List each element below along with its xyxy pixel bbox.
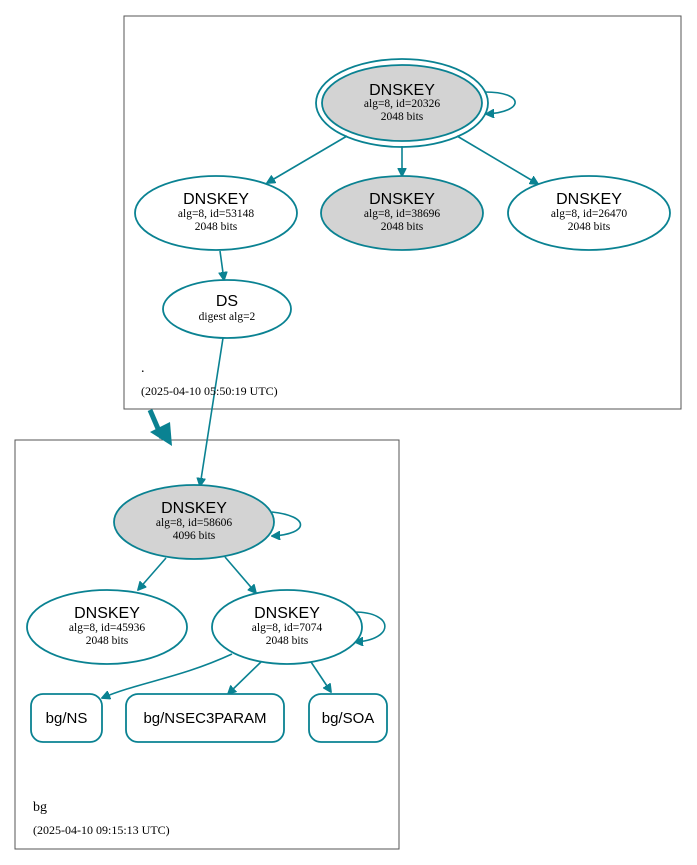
root-zone-timestamp: (2025-04-10 05:50:19 UTC) bbox=[141, 384, 278, 398]
edge-zsk2-to-soa bbox=[310, 661, 331, 692]
bg-ksk-title: DNSKEY bbox=[161, 500, 227, 517]
root-zsk2-title: DNSKEY bbox=[556, 191, 622, 208]
bg-soa-label: bg/SOA bbox=[322, 710, 375, 727]
edge-root-ksk-to-zsk2 bbox=[456, 135, 538, 184]
delegation-arrow-head bbox=[150, 422, 172, 446]
edge-bg-ksk-to-zsk2 bbox=[224, 556, 256, 593]
root-zone-name: . bbox=[141, 361, 145, 376]
edge-zsk1-to-ds bbox=[220, 250, 224, 280]
bg-zsk1-title: DNSKEY bbox=[74, 605, 140, 622]
bg-zsk2-bits: 2048 bits bbox=[266, 635, 309, 647]
root-zsk1-alg: alg=8, id=53148 bbox=[178, 208, 254, 220]
root-zsk1-title: DNSKEY bbox=[183, 191, 249, 208]
root-ksk2-title: DNSKEY bbox=[369, 191, 435, 208]
edge-bg-ksk-to-zsk1 bbox=[138, 557, 167, 590]
root-ksk-bits: 2048 bits bbox=[381, 111, 424, 123]
edge-root-ksk-self bbox=[485, 91, 516, 114]
root-zsk2-node: DNSKEY alg=8, id=26470 2048 bits bbox=[507, 175, 671, 251]
root-zsk1-bits: 2048 bits bbox=[195, 221, 238, 233]
root-ksk-title: DNSKEY bbox=[369, 82, 435, 99]
bg-ksk-node: DNSKEY alg=8, id=58606 4096 bits bbox=[113, 484, 275, 560]
bg-zsk1-bits: 2048 bits bbox=[86, 635, 129, 647]
bg-zsk2-alg: alg=8, id=7074 bbox=[252, 622, 323, 634]
bg-ns-label: bg/NS bbox=[46, 710, 88, 727]
root-ksk2-bits: 2048 bits bbox=[381, 221, 424, 233]
bg-nsec3param-node: bg/NSEC3PARAM bbox=[125, 693, 285, 743]
bg-soa-node: bg/SOA bbox=[308, 693, 388, 743]
root-ksk-alg: alg=8, id=20326 bbox=[364, 98, 440, 110]
edge-ds-to-bg-ksk bbox=[200, 337, 224, 486]
root-ksk2-alg: alg=8, id=38696 bbox=[364, 208, 440, 220]
root-zsk1-node: DNSKEY alg=8, id=53148 2048 bits bbox=[134, 175, 298, 251]
bg-zsk1-alg: alg=8, id=45936 bbox=[69, 622, 145, 634]
root-zsk2-bits: 2048 bits bbox=[568, 221, 611, 233]
edge-zsk2-to-ns bbox=[102, 653, 233, 698]
bg-zsk2-title: DNSKEY bbox=[254, 605, 320, 622]
root-ksk2-node: DNSKEY alg=8, id=38696 2048 bits bbox=[320, 175, 484, 251]
edge-zsk2-to-nsec3param bbox=[228, 660, 263, 694]
edge-bg-zsk2-self bbox=[354, 611, 386, 642]
root-zsk2-alg: alg=8, id=26470 bbox=[551, 208, 627, 220]
ds-digest: digest alg=2 bbox=[199, 311, 256, 323]
bg-nsec3param-label: bg/NSEC3PARAM bbox=[143, 710, 266, 727]
bg-zone-name: bg bbox=[33, 800, 47, 815]
bg-ksk-alg: alg=8, id=58606 bbox=[156, 517, 232, 529]
bg-ksk-bits: 4096 bits bbox=[173, 530, 216, 542]
edge-root-ksk-to-zsk1 bbox=[267, 135, 348, 183]
bg-zsk1-node: DNSKEY alg=8, id=45936 2048 bits bbox=[26, 589, 188, 665]
ds-node: DS digest alg=2 bbox=[162, 279, 292, 339]
bg-zsk2-node: DNSKEY alg=8, id=7074 2048 bits bbox=[211, 589, 363, 665]
edge-bg-ksk-self bbox=[272, 511, 302, 536]
bg-zone-timestamp: (2025-04-10 09:15:13 UTC) bbox=[33, 823, 170, 837]
root-zone-box bbox=[123, 15, 682, 410]
root-ksk-node: DNSKEY alg=8, id=20326 2048 bits bbox=[315, 58, 489, 148]
ds-title: DS bbox=[216, 293, 238, 310]
bg-ns-node: bg/NS bbox=[30, 693, 103, 743]
